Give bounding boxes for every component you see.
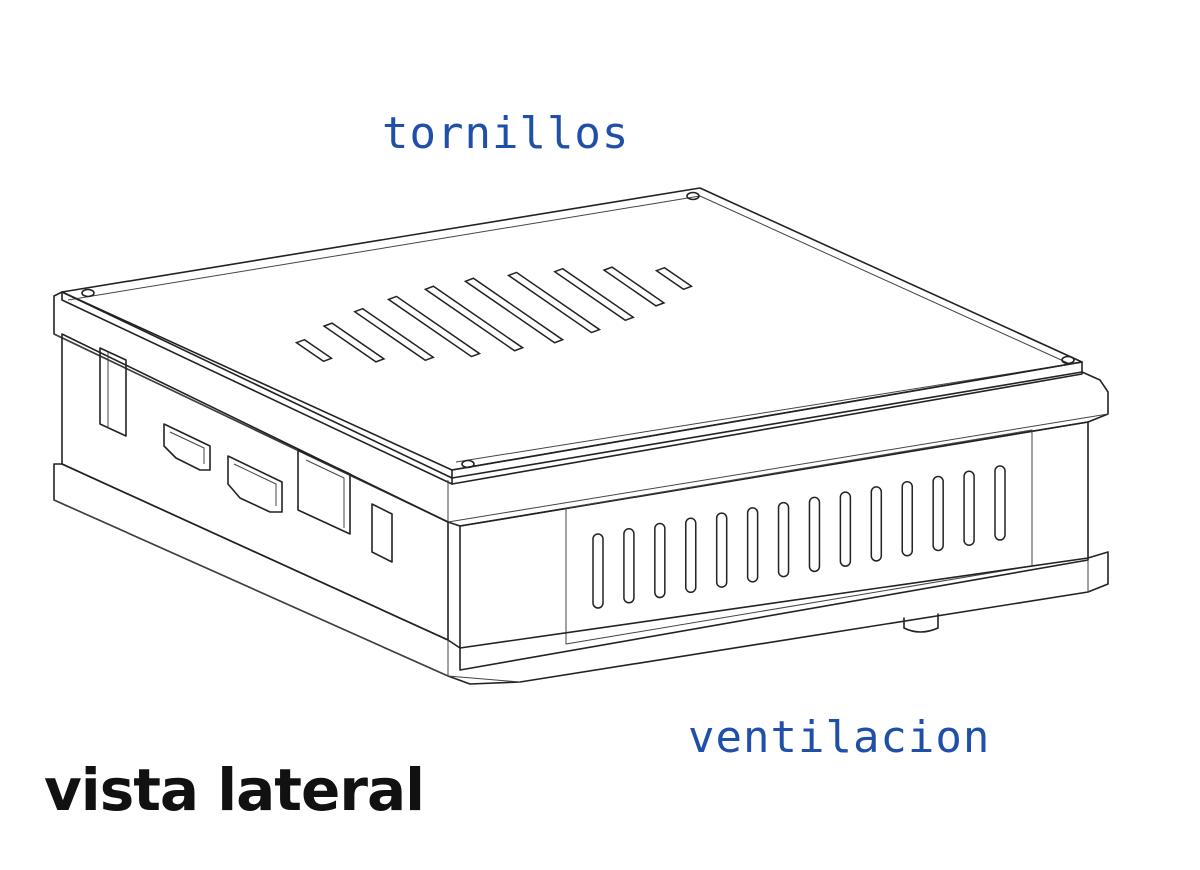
side-vent-slot — [808, 496, 821, 573]
side-vent-slot — [685, 517, 697, 594]
top-vent-slot — [602, 266, 666, 307]
side-vent-slot — [994, 465, 1006, 541]
top-vent-slot — [463, 277, 565, 344]
side-vent-slot — [932, 475, 944, 552]
screw-hole — [461, 459, 475, 469]
side-vent-slot — [963, 470, 975, 546]
screw-holes — [81, 191, 1075, 469]
side-vent-slot — [654, 522, 666, 599]
side-vent-slot — [623, 528, 635, 604]
side-vent-slot — [901, 480, 913, 557]
sd-card-slot — [99, 347, 127, 437]
usb-port — [297, 449, 351, 535]
screw-hole — [1061, 355, 1075, 365]
top-vent-slot — [322, 322, 386, 363]
side-vent-slot — [870, 486, 883, 562]
side-vent-slots — [592, 465, 1006, 609]
top-vent-slot — [386, 295, 482, 358]
top-vent-grille — [294, 266, 694, 363]
micro-hdmi-port — [163, 423, 211, 471]
side-vent-slot — [777, 501, 790, 578]
ventilation-annotation: ventilacion — [688, 712, 991, 763]
view-title: vista lateral — [44, 756, 425, 824]
screw-hole — [81, 288, 95, 298]
top-vent-slot — [654, 266, 694, 291]
top-vent-slot — [553, 267, 635, 322]
top-vent-slot — [506, 271, 602, 334]
screws-annotation: tornillos — [382, 108, 630, 159]
top-vent-slot — [423, 285, 525, 352]
side-vent-slot — [592, 533, 604, 609]
side-vent-slot — [746, 507, 759, 583]
hdmi-port — [227, 455, 283, 513]
lid — [61, 187, 1083, 485]
side-vent-slot — [839, 491, 852, 567]
side-vent-slot — [715, 512, 728, 588]
screw-hole — [686, 191, 700, 201]
top-vent-slot — [294, 338, 334, 363]
audio-jack — [371, 503, 393, 563]
top-vent-slot — [353, 307, 435, 362]
case-body — [53, 291, 1109, 685]
